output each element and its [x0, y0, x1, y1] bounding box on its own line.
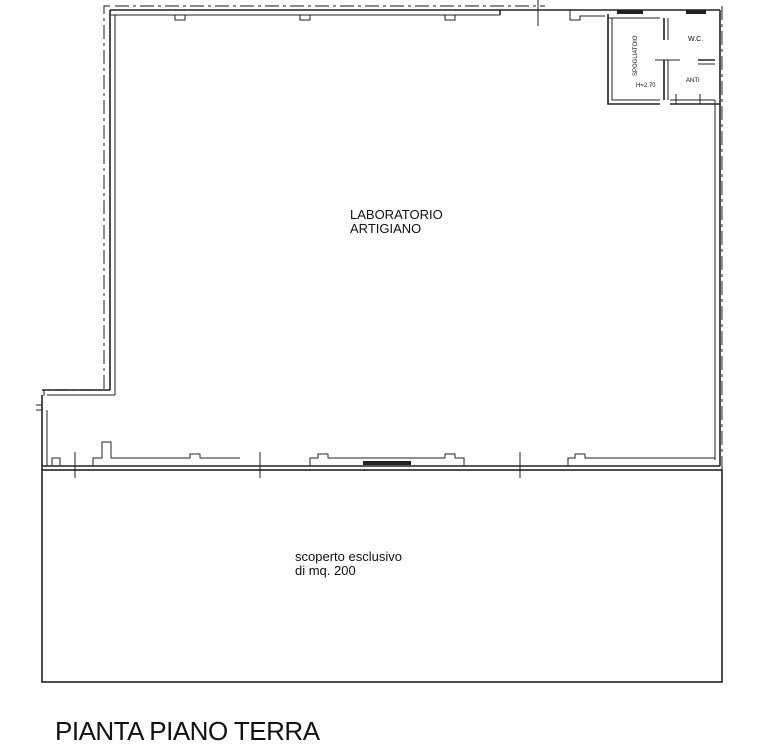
room-label-laboratorio-line2: ARTIGIANO [350, 221, 421, 236]
property-boundary [43, 5, 723, 470]
room-label-anti: ANTI [686, 78, 700, 84]
room-label-scoperto-line1: scoperto esclusivo [295, 549, 402, 564]
page-title: PIANTA PIANO TERRA [55, 716, 320, 746]
room-label-laboratorio-line1: LABORATORIO [350, 207, 443, 222]
scoperto-area [41, 469, 723, 683]
room-label-wc: W.C. [688, 36, 703, 43]
building-walls [36, 0, 721, 478]
room-label-spogliatoio: SPOGLIATOIO [633, 35, 639, 76]
service-rooms [607, 10, 720, 105]
room-label-scoperto-line2: di mq. 200 [295, 563, 356, 578]
room-height-label: H=2.70 [636, 83, 656, 89]
